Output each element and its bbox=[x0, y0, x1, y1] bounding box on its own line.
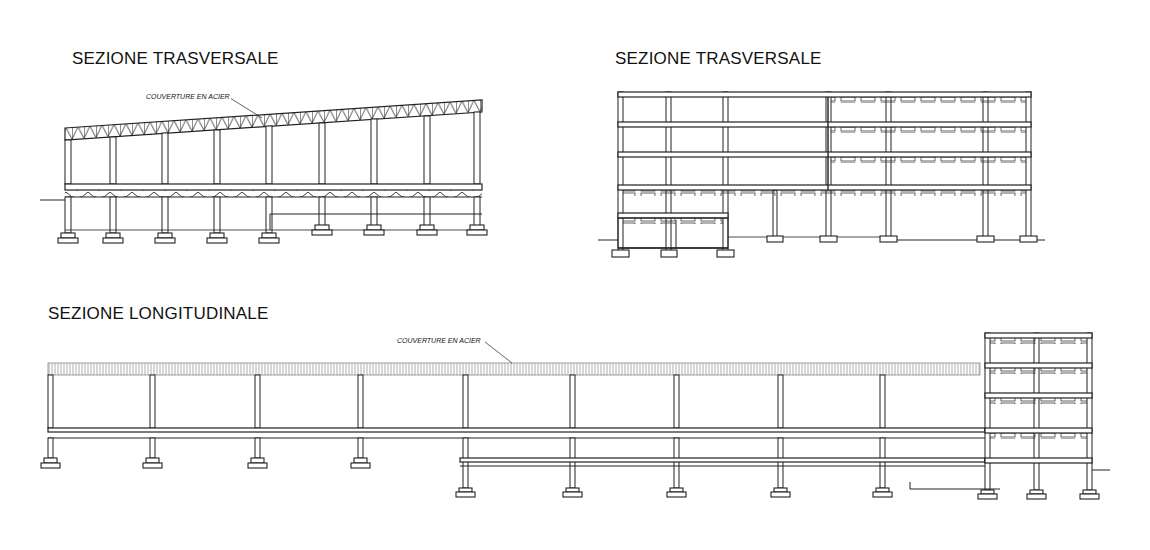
leader-line bbox=[485, 342, 512, 363]
transverse-section-roof bbox=[40, 98, 487, 243]
callout-note: COUVERTURE EN ACIER bbox=[145, 93, 231, 101]
longitudinal-section bbox=[41, 333, 1110, 499]
section-heading: SEZIONE TRASVERSALE bbox=[72, 50, 279, 69]
section-heading: SEZIONE TRASVERSALE bbox=[615, 50, 822, 69]
callout-note: COUVERTURE EN ACIER bbox=[396, 337, 482, 345]
section-heading: SEZIONE LONGITUDINALE bbox=[48, 305, 269, 324]
transverse-section-building bbox=[598, 92, 1045, 257]
leader-line bbox=[230, 98, 262, 118]
